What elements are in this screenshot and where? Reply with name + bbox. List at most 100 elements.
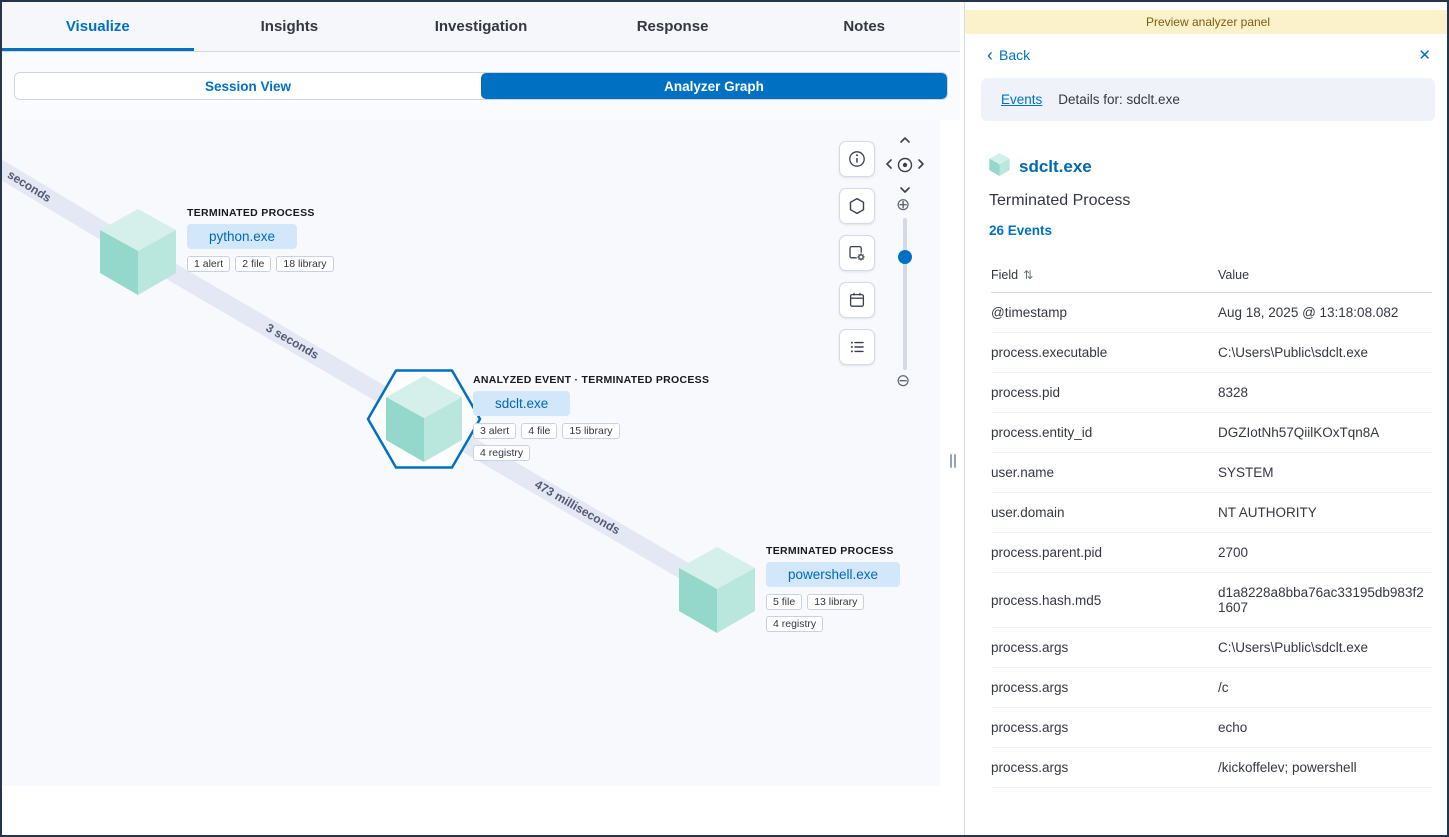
node-state-header: ANALYZED EVENT · TERMINATED PROCESS xyxy=(473,374,710,386)
process-cube-icon xyxy=(100,209,176,295)
tab-insights[interactable]: Insights xyxy=(260,18,319,35)
back-label: Back xyxy=(999,47,1031,63)
zoom-slider[interactable] xyxy=(903,218,907,370)
nudge-left-button[interactable] xyxy=(885,158,893,170)
chevron-left-icon xyxy=(886,159,892,169)
center-camera-button[interactable] xyxy=(894,154,916,176)
panel-header-row: ‹ Back ✕ xyxy=(965,34,1447,68)
tab-investigation[interactable]: Investigation xyxy=(434,18,528,35)
node-name-chip[interactable]: sdclt.exe xyxy=(473,391,571,416)
field-value: 8328 xyxy=(1218,372,1432,413)
field-name: process.parent.pid xyxy=(991,532,1218,573)
back-button[interactable]: ‹ Back xyxy=(987,46,1030,64)
count-badge: 18 library xyxy=(276,256,334,272)
panel-resize-handle[interactable] xyxy=(947,452,959,469)
tab-visualize[interactable]: Visualize xyxy=(2,2,194,51)
process-cube-icon xyxy=(679,547,755,633)
field-value: NT AUTHORITY xyxy=(1218,492,1432,533)
preview-banner: Preview analyzer panel xyxy=(965,10,1447,34)
node-state-header: TERMINATED PROCESS xyxy=(766,545,894,557)
node-settings-icon xyxy=(849,245,866,262)
node-legend-button[interactable] xyxy=(839,141,875,177)
count-badge: 15 library xyxy=(562,423,620,439)
field-row: process.args /kickoffelev; powershell xyxy=(991,747,1432,788)
field-column-header[interactable]: Field⇅ xyxy=(991,262,1218,293)
breadcrumb: Events Details for: sdclt.exe xyxy=(981,78,1435,121)
field-row: user.domain NT AUTHORITY xyxy=(991,492,1432,533)
field-value: DGZIotNh57QiilKOxTqn8A xyxy=(1218,412,1432,453)
field-row: process.args C:\Users\Public\sdclt.exe xyxy=(991,627,1432,668)
field-name: process.args xyxy=(991,707,1218,748)
zoom-in-button[interactable]: ⊕ xyxy=(896,195,911,214)
sort-icon: ⇅ xyxy=(1023,268,1034,282)
schema-info-button[interactable] xyxy=(839,188,875,224)
close-icon[interactable]: ✕ xyxy=(1418,47,1431,64)
field-name: process.args xyxy=(991,667,1218,708)
node-name-chip[interactable]: powershell.exe xyxy=(766,562,901,587)
field-table-body: @timestamp Aug 18, 2025 @ 13:18:08.082 pr… xyxy=(991,292,1432,788)
date-picker-button[interactable] xyxy=(839,282,875,318)
field-name: @timestamp xyxy=(991,292,1218,333)
field-name: process.args xyxy=(991,747,1218,788)
count-badge: 4 registry xyxy=(766,616,824,632)
graph-toolbar xyxy=(839,141,875,365)
process-cube-icon xyxy=(989,153,1010,181)
field-name: user.domain xyxy=(991,492,1218,533)
info-icon xyxy=(849,151,865,167)
hexagon-icon xyxy=(849,197,865,215)
field-value: C:\Users\Public\sdclt.exe xyxy=(1218,332,1432,373)
breadcrumb-details: Details for: sdclt.exe xyxy=(1058,92,1180,107)
events-table-button[interactable] xyxy=(839,329,875,365)
nudge-right-button[interactable] xyxy=(917,158,925,170)
field-name: user.name xyxy=(991,452,1218,493)
process-edge xyxy=(129,243,433,428)
field-value: echo xyxy=(1218,707,1432,748)
visualize-section: Visualize Insights Investigation Response No… xyxy=(2,2,960,835)
field-table: Field⇅ Value @timestamp Aug 18, 2025 @ 1… xyxy=(991,262,1432,788)
breadcrumb-events-link[interactable]: Events xyxy=(1001,92,1043,107)
process-cube-icon xyxy=(386,376,462,462)
field-row: process.entity_id DGZIotNh57QiilKOxTqn8A xyxy=(991,412,1432,453)
field-row: process.pid 8328 xyxy=(991,372,1432,413)
field-row: process.args echo xyxy=(991,707,1432,748)
field-row: @timestamp Aug 18, 2025 @ 13:18:08.082 xyxy=(991,292,1432,333)
tab-notes[interactable]: Notes xyxy=(843,18,886,35)
node-state-header: TERMINATED PROCESS xyxy=(187,207,315,219)
zoom-out-button[interactable]: ⊖ xyxy=(896,371,911,390)
field-row: process.parent.pid 2700 xyxy=(991,532,1432,573)
field-row: process.hash.md5 d1a8228a8bba76ac33195db… xyxy=(991,572,1432,628)
process-node-sdclt[interactable]: ANALYZED EVENT · TERMINATED PROCESS sdcl… xyxy=(366,369,709,469)
graph-nav-cluster xyxy=(881,134,929,198)
process-node-powershell[interactable]: TERMINATED PROCESS powershell.exe 5 file… xyxy=(678,545,901,633)
node-label: TERMINATED PROCESS powershell.exe 5 file… xyxy=(766,545,940,632)
node-settings-button[interactable] xyxy=(839,235,875,271)
analyzer-graph-button[interactable]: Analyzer Graph xyxy=(481,73,947,99)
edge-elapsed-label: 3 seconds xyxy=(263,321,321,363)
process-name-title: sdclt.exe xyxy=(1019,157,1092,176)
field-name: process.hash.md5 xyxy=(991,572,1218,628)
nudge-up-button[interactable] xyxy=(899,136,911,144)
value-column-header: Value xyxy=(1218,262,1432,293)
chevron-down-icon xyxy=(900,187,910,193)
count-badge: 4 file xyxy=(521,423,558,439)
list-icon xyxy=(851,341,864,353)
count-badge: 1 alert xyxy=(187,256,231,272)
process-edge xyxy=(415,410,726,599)
node-name-chip[interactable]: python.exe xyxy=(187,224,298,249)
count-badge: 5 file xyxy=(766,594,803,610)
target-icon xyxy=(897,157,913,173)
calendar-icon xyxy=(849,292,865,307)
tab-response[interactable]: Response xyxy=(636,18,709,35)
zoom-thumb[interactable] xyxy=(898,250,912,264)
tab-bar: Visualize Insights Investigation Response No… xyxy=(2,2,960,52)
nudge-down-button[interactable] xyxy=(899,186,911,194)
session-view-button[interactable]: Session View xyxy=(15,73,481,99)
analyzer-preview-panel: Preview analyzer panel ‹ Back ✕ Events D… xyxy=(964,2,1447,835)
events-count-link[interactable]: 26 Events xyxy=(989,223,1053,238)
chevron-right-icon xyxy=(918,159,924,169)
